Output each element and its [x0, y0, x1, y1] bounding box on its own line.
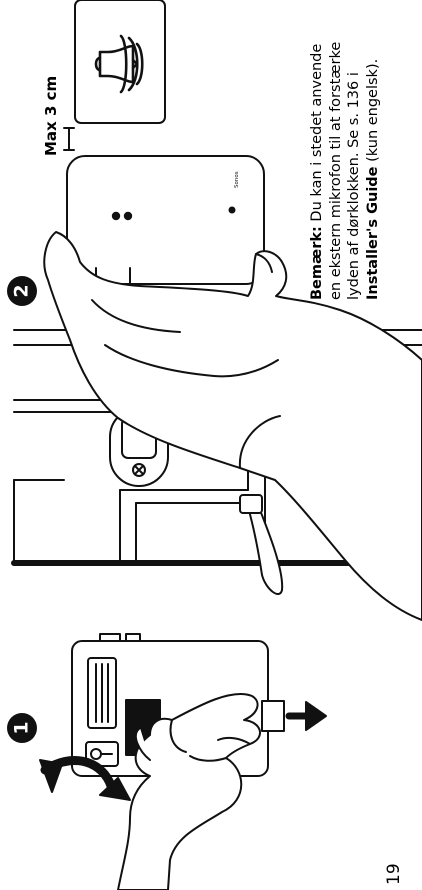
distance-indicator	[64, 128, 74, 150]
note-line-1: Bemærk: Du kan i stedet anvende	[308, 42, 327, 300]
note-line-3: lyden af dørklokken. Se s. 136 i	[345, 42, 364, 300]
step-1-badge: 1	[7, 713, 37, 743]
brand-label: Sonos	[234, 171, 240, 188]
door-handle	[240, 495, 282, 594]
step-2-badge: 2	[7, 276, 37, 306]
page-number: 19	[384, 863, 404, 885]
doorbell-chime-box	[75, 0, 165, 123]
pull-tab	[262, 701, 284, 731]
max-distance-label: Max 3 cm	[42, 76, 60, 156]
note-line-4: Installer's Guide (kun engelsk).	[364, 42, 383, 300]
push-arrow-icon	[289, 702, 326, 730]
installation-note: Bemærk: Du kan i stedet anvende en ekste…	[308, 42, 382, 300]
note-line-2: en ekstern mikrofon til at forstærke	[327, 42, 346, 300]
